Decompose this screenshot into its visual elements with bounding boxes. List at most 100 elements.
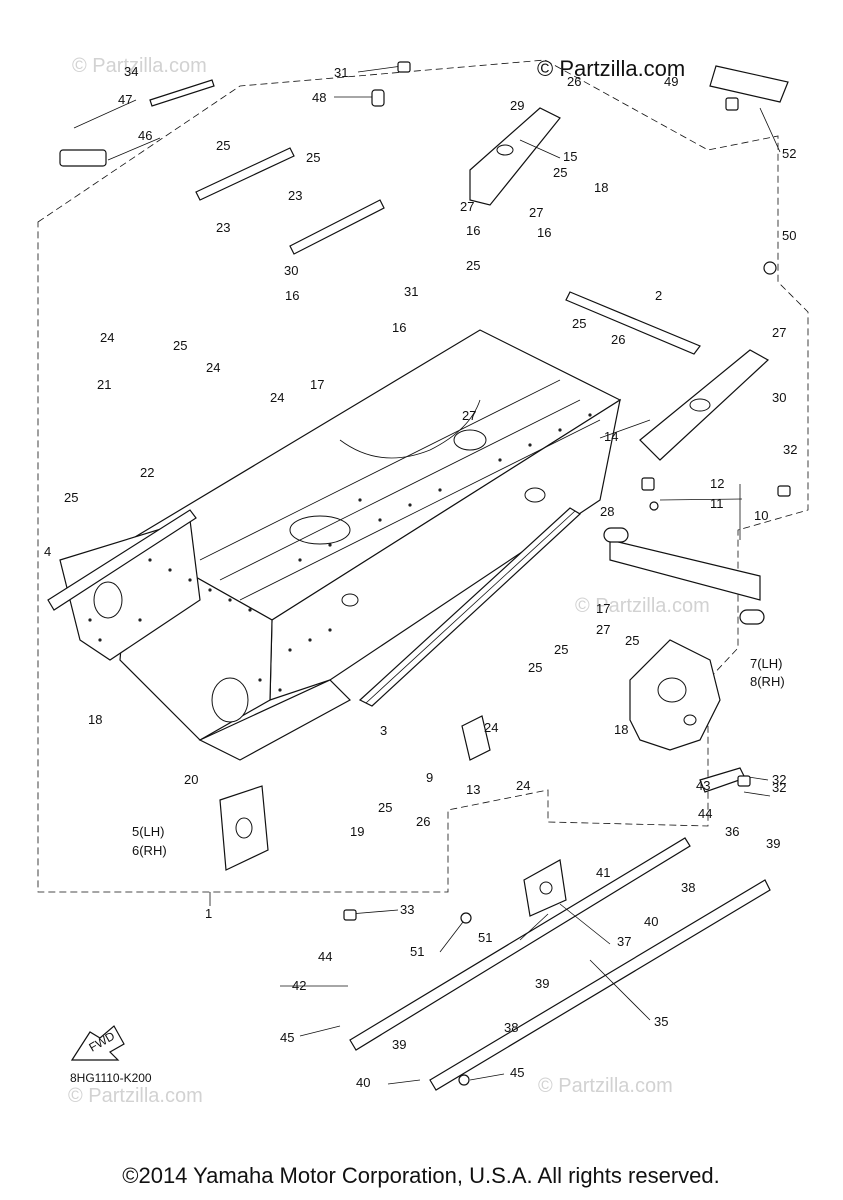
callout-label: 39 (766, 836, 780, 851)
callout-label: 32 (772, 780, 786, 795)
callout-label: 35 (654, 1014, 668, 1029)
callout-label: 8(RH) (750, 674, 785, 689)
callout-label: 18 (88, 712, 102, 727)
callout-label: 19 (350, 824, 364, 839)
callout-label: 31 (334, 65, 348, 80)
callout-label: 25 (528, 660, 542, 675)
callout-label: 24 (206, 360, 220, 375)
callout-label: 24 (100, 330, 114, 345)
callout-label: 37 (617, 934, 631, 949)
callout-label: 25 (554, 642, 568, 657)
callout-label: 42 (292, 978, 306, 993)
callout-label: 20 (184, 772, 198, 787)
callout-label: 26 (416, 814, 430, 829)
callout-label: 6(RH) (132, 843, 167, 858)
watermark-text: © Partzilla.com (575, 595, 710, 617)
callout-label: 28 (600, 504, 614, 519)
fastener-icons (343, 61, 791, 1086)
callout-label: 10 (754, 508, 768, 523)
watermark-text: © Partzilla.com (72, 55, 207, 77)
plate-23-rear (289, 199, 385, 255)
plate-53 (709, 65, 789, 103)
callout-label: 21 (97, 377, 111, 392)
callout-label: 11 (710, 496, 724, 511)
callout-label: 2 (655, 288, 662, 303)
callout-label: 7(LH) (750, 656, 783, 671)
callout-label: 32 (783, 442, 797, 457)
bracket-13 (461, 715, 491, 761)
watermark-text: © Partzilla.com (68, 1085, 203, 1107)
callout-label: 24 (270, 390, 284, 405)
callout-label: 25 (625, 633, 639, 648)
callout-label: 27 (772, 325, 786, 340)
plate-23-front (195, 147, 295, 201)
callout-label: 46 (138, 128, 152, 143)
callout-label: 31 (404, 284, 418, 299)
callout-label: 50 (782, 228, 796, 243)
callout-label: 51 (478, 930, 492, 945)
callout-label: 25 (378, 800, 392, 815)
callout-label: 38 (504, 1020, 518, 1035)
callout-label: 25 (466, 258, 480, 273)
callout-label: 27 (462, 408, 476, 423)
callout-label: 25 (553, 165, 567, 180)
cross-bar-2 (565, 291, 701, 355)
copyright-text: ©2014 Yamaha Motor Corporation, U.S.A. A… (122, 1163, 719, 1188)
callout-label: 41 (596, 865, 610, 880)
callout-label: 26 (567, 74, 581, 89)
callout-label: 34 (124, 64, 138, 79)
callout-label: 16 (537, 225, 551, 240)
callout-label: 24 (516, 778, 530, 793)
callout-label: 16 (392, 320, 406, 335)
callout-label: 25 (306, 150, 320, 165)
leader-lines (73, 65, 781, 1085)
callout-label: 29 (510, 98, 524, 113)
callout-label: 40 (356, 1075, 370, 1090)
callout-label: 5(LH) (132, 824, 165, 839)
rear-arm-10 (609, 539, 761, 601)
callout-label: 26 (611, 332, 625, 347)
callout-label: 13 (466, 782, 480, 797)
callout-label: 17 (310, 377, 324, 392)
callout-label: 25 (216, 138, 230, 153)
callout-label: 44 (698, 806, 712, 821)
callout-labels: 1 2 3 4 5(LH) 6(RH) 7(LH) 8(RH) 9 10 11 … (44, 64, 797, 1090)
callout-label: 45 (280, 1030, 294, 1045)
callout-label: 18 (614, 722, 628, 737)
callout-label: 33 (400, 902, 414, 917)
callout-label: 39 (392, 1037, 406, 1052)
callout-label: 40 (644, 914, 658, 929)
callout-label: 4 (44, 544, 51, 559)
callout-label: 15 (563, 149, 577, 164)
callout-label: 36 (725, 824, 739, 839)
callout-label: 9 (426, 770, 433, 785)
callout-label: 43 (696, 778, 710, 793)
callout-label: 51 (410, 944, 424, 959)
callout-label: 18 (594, 180, 608, 195)
callout-label: 39 (535, 976, 549, 991)
callout-label: 17 (596, 601, 610, 616)
callout-label: 44 (318, 949, 332, 964)
callout-label: 23 (288, 188, 302, 203)
callout-label: 3 (380, 723, 387, 738)
callout-label: 48 (312, 90, 326, 105)
side-bar (47, 509, 197, 611)
callout-label: 38 (681, 880, 695, 895)
brand-logo-text: © Partzilla.com (537, 56, 685, 81)
callout-label: 25 (572, 316, 586, 331)
callout-label: 12 (710, 476, 724, 491)
callout-label: 27 (529, 205, 543, 220)
callout-label: 30 (284, 263, 298, 278)
plate-47 (59, 149, 107, 167)
callout-label: 22 (140, 465, 154, 480)
callout-label: 32 (772, 772, 786, 787)
skid-rail-41 (349, 837, 691, 1051)
callout-label: 49 (664, 74, 678, 89)
callout-label: 16 (285, 288, 299, 303)
callout-label: 45 (510, 1065, 524, 1080)
strap-35 (149, 79, 215, 107)
diagram-code: 8HG1110-K200 (70, 1071, 152, 1085)
watermarks: © Partzilla.com © Partzilla.com © Partzi… (68, 55, 710, 1107)
callout-label: 16 (466, 223, 480, 238)
